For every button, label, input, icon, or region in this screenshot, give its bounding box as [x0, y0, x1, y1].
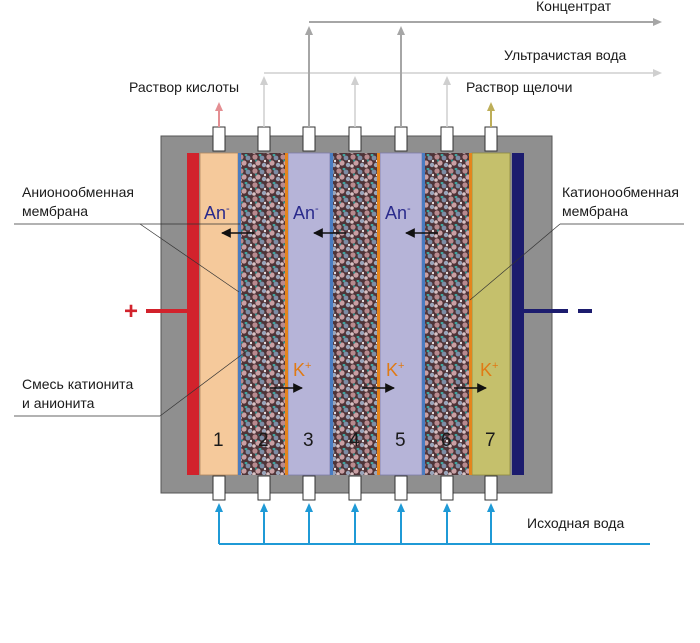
anion-label: An-	[293, 203, 319, 223]
alkali-outlet-arrow	[487, 102, 495, 111]
ultrapure-outlet-arrow	[351, 76, 359, 85]
compartment-1-acid	[199, 152, 239, 476]
compartment-numbers: 1 2 3 4 5 6 7	[213, 430, 496, 451]
compartment-number: 3	[303, 430, 314, 451]
feed-inlet-arrow	[351, 503, 359, 512]
cation-label: K+	[293, 360, 311, 380]
anion-membrane	[422, 153, 425, 475]
compartment-4-resin	[333, 153, 377, 475]
anode-sign: +	[124, 298, 138, 325]
cation-membrane	[285, 153, 288, 475]
anode-plate	[187, 153, 199, 475]
concentrate-outlet-arrow	[305, 26, 313, 35]
concentrate-label: Концентрат	[536, 0, 612, 14]
compartment-number: 5	[395, 430, 406, 451]
compartment-6-resin	[425, 153, 469, 475]
resin-mix-label: и анионита	[22, 395, 95, 411]
anion-label: An-	[385, 203, 411, 223]
outlet-stub	[484, 126, 498, 152]
compartment-number: 7	[485, 430, 496, 451]
anion-label: An-	[204, 203, 230, 223]
outlet-stub	[394, 126, 408, 152]
outlet-stub	[440, 126, 454, 152]
resin-mix-label: Смесь катионита	[22, 376, 133, 392]
acid-solution-label: Раствор кислоты	[129, 79, 239, 95]
compartment-number: 1	[213, 430, 224, 451]
compartment-number: 2	[258, 430, 269, 451]
leader-anion-membrane	[139, 223, 240, 293]
feed-inlet-arrow	[305, 503, 313, 512]
inlet-stub	[484, 475, 498, 501]
cation-label: K+	[386, 360, 404, 380]
compartment-3-concentrate	[287, 152, 331, 476]
inlet-stub	[212, 475, 226, 501]
inlet-stub	[394, 475, 408, 501]
concentrate-outlet-arrow	[397, 26, 405, 35]
inlet-stub	[302, 475, 316, 501]
outlet-stub	[212, 126, 226, 152]
concentrate-header-arrow	[653, 18, 662, 26]
compartment-number: 4	[349, 430, 360, 451]
inlet-stub	[348, 475, 362, 501]
ultrapure-outlet-arrow	[443, 76, 451, 85]
ultrapure-header-arrow	[653, 69, 662, 77]
feed-inlet-arrow	[487, 503, 495, 512]
cation-membrane	[469, 153, 472, 475]
acid-outlet-arrow	[215, 102, 223, 111]
ultrapure-water-label: Ультрачистая вода	[504, 47, 627, 63]
feed-inlet-arrow	[260, 503, 268, 512]
outlet-stub	[348, 126, 362, 152]
cathode-plate	[512, 153, 524, 475]
anion-membrane-label: Анионообменная	[22, 184, 134, 200]
inlet-stub	[440, 475, 454, 501]
anion-membrane-label: мембрана	[22, 203, 88, 219]
feed-inlet-arrow	[443, 503, 451, 512]
leader-cation-membrane	[469, 223, 561, 301]
feed-inlet-arrow	[397, 503, 405, 512]
feed-water-piping	[215, 503, 650, 545]
source-water-label: Исходная вода	[527, 515, 624, 531]
outlet-stub	[257, 126, 271, 152]
pipe-stubs	[212, 126, 498, 501]
cation-membrane-label: мембрана	[562, 203, 628, 219]
compartment-5-concentrate	[379, 152, 423, 476]
output-piping	[215, 18, 662, 127]
leader-resin-mix	[159, 349, 249, 417]
compartment-2-resin	[241, 153, 285, 475]
cation-membrane-label: Катионообменная	[562, 184, 679, 200]
anion-membrane	[238, 153, 241, 475]
cation-membrane	[377, 153, 380, 475]
inlet-stub	[257, 475, 271, 501]
anion-membrane	[330, 153, 333, 475]
compartment-number: 6	[441, 430, 452, 451]
compartment-7-alkali	[471, 152, 511, 476]
ultrapure-outlet-arrow	[260, 76, 268, 85]
feed-inlet-arrow	[215, 503, 223, 512]
cation-label: K+	[480, 360, 498, 380]
outlet-stub	[302, 126, 316, 152]
alkali-solution-label: Раствор щелочи	[466, 79, 572, 95]
